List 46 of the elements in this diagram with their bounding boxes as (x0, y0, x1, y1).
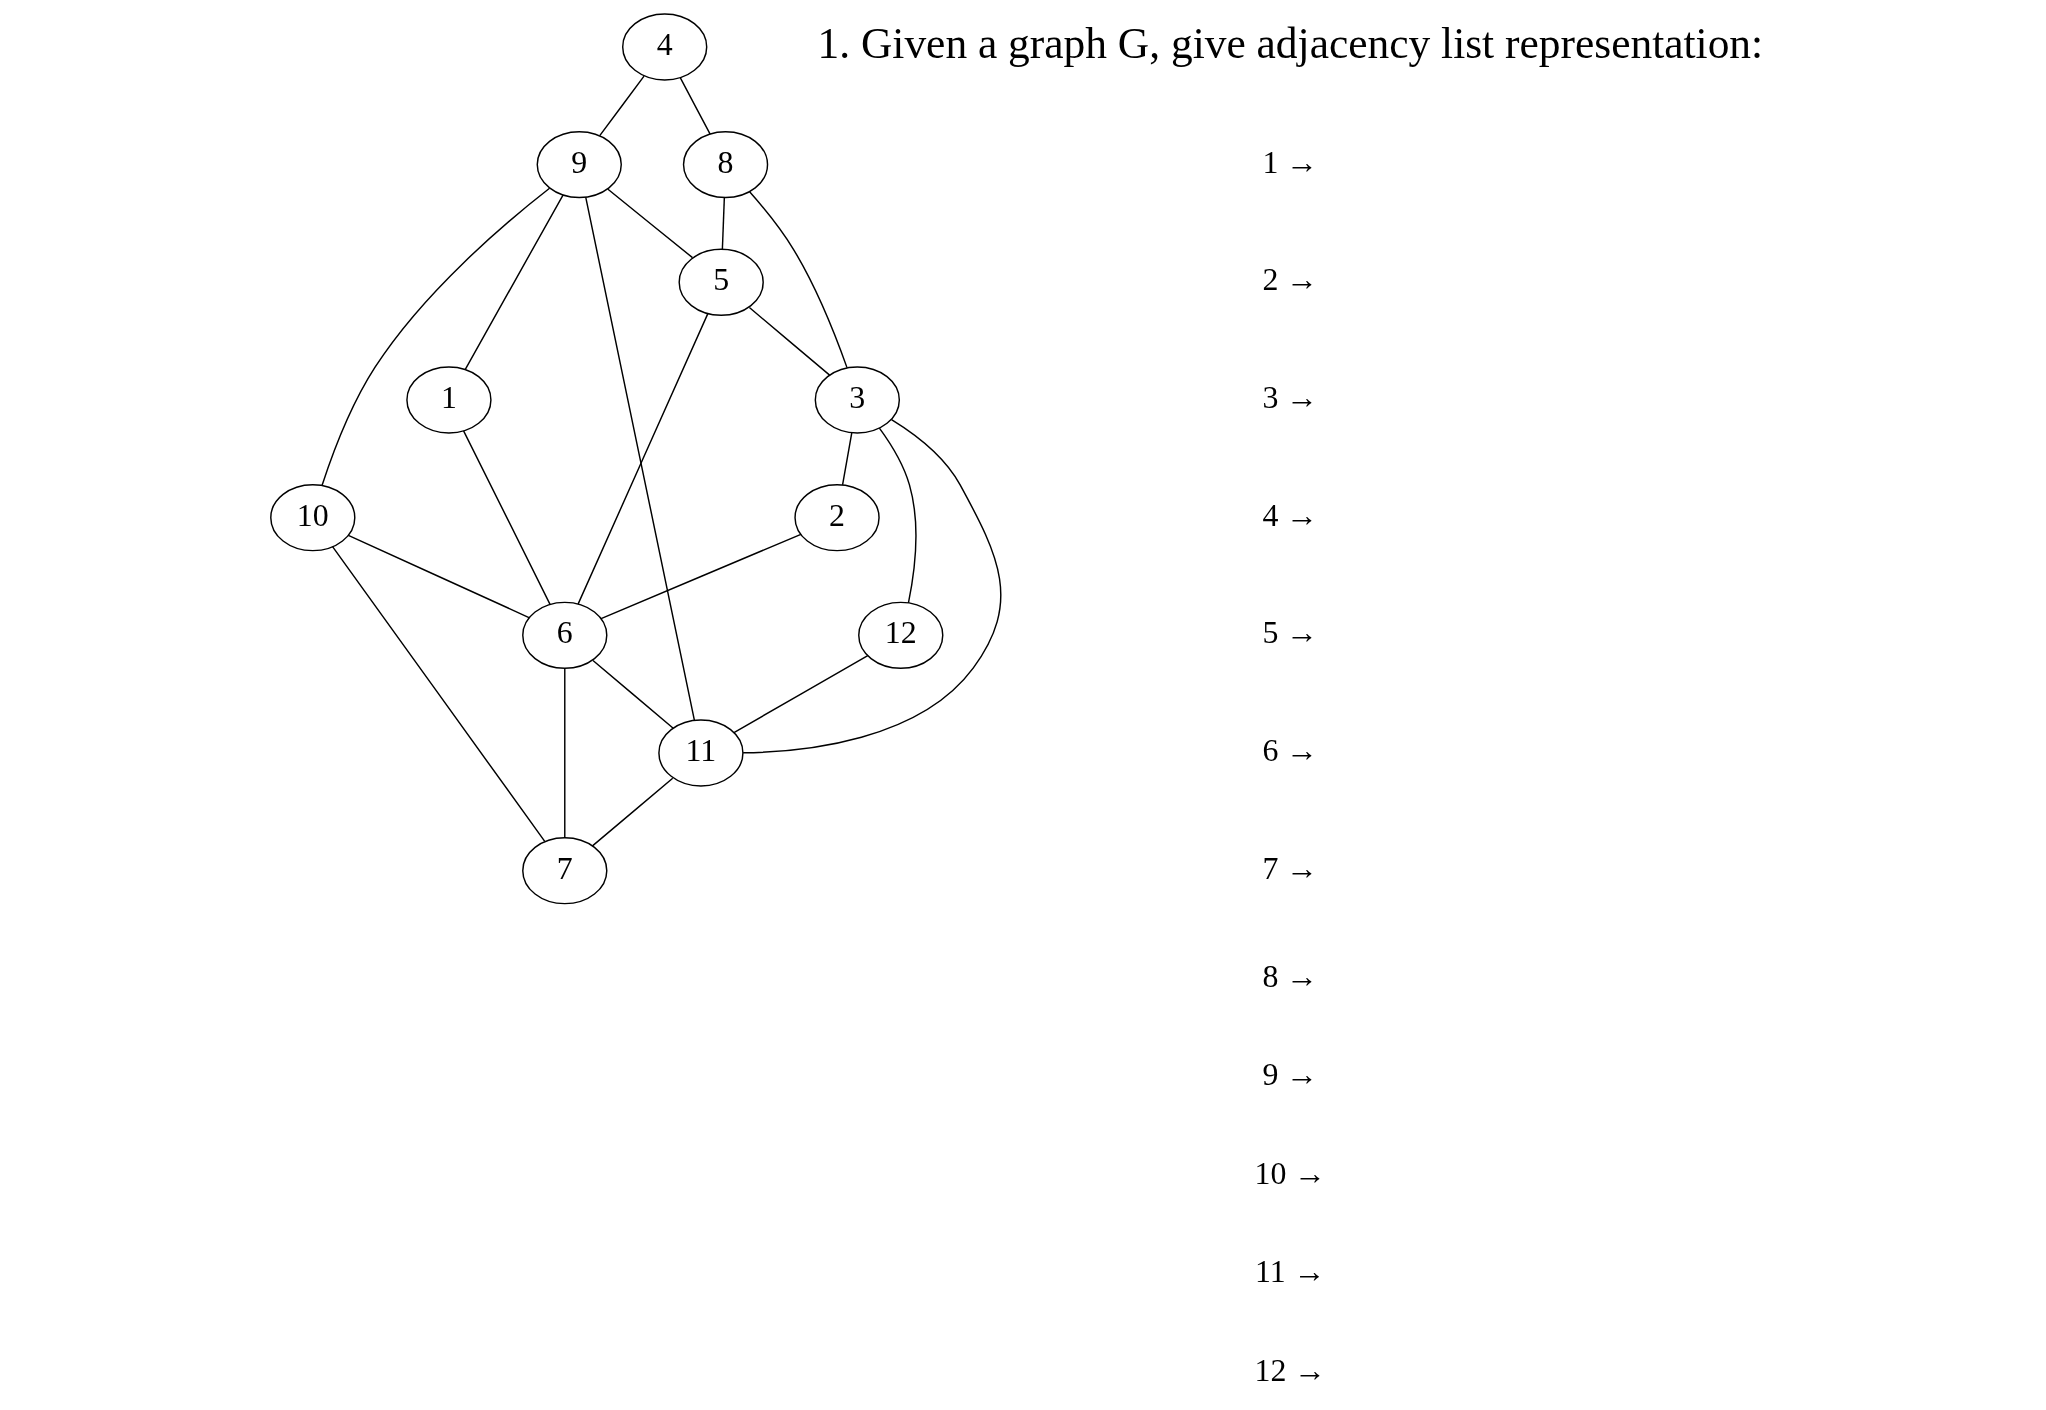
connector (462, 430, 551, 606)
connector (878, 427, 917, 604)
node-ellipse: 7 (521, 836, 607, 905)
connector (584, 196, 695, 722)
connector (591, 659, 674, 729)
label: 9 → (1261, 1057, 1318, 1093)
label: 12 → (1253, 1352, 1326, 1388)
node-ellipse: 8 (682, 130, 768, 199)
label: 4 → (1261, 497, 1318, 533)
connector (748, 191, 848, 369)
node-ellipse: 10 (269, 483, 355, 552)
connector (599, 533, 802, 620)
connector (841, 432, 852, 486)
connector (331, 545, 545, 843)
node-ellipse: 5 (677, 248, 764, 316)
connector (679, 77, 711, 135)
label: 10 → (1253, 1155, 1326, 1191)
node-ellipse: 9 (536, 130, 622, 199)
connector (463, 194, 564, 371)
label: 8 → (1261, 958, 1318, 994)
connector (563, 667, 565, 839)
node-ellipse: 4 (621, 13, 707, 81)
label: 3 → (1261, 380, 1318, 416)
label: 6 → (1261, 733, 1318, 769)
connector (576, 312, 709, 605)
connector (591, 777, 673, 847)
connector (606, 188, 693, 259)
node-ellipse: 3 (814, 366, 900, 434)
node-ellipse: 12 (857, 601, 943, 669)
label: 1. Given a graph G, give adjacency list representation: (817, 18, 1763, 67)
label: 2 → (1261, 262, 1318, 298)
node-ellipse: 2 (793, 483, 880, 552)
label: 7 → (1261, 850, 1318, 886)
connector (721, 196, 725, 251)
node-ellipse: 11 (657, 719, 744, 787)
connector (741, 418, 1002, 754)
connector (598, 75, 645, 137)
connector (732, 655, 868, 734)
label: 5 → (1261, 615, 1318, 651)
connector (320, 187, 550, 487)
connector (748, 306, 830, 376)
node-ellipse: 6 (521, 601, 607, 669)
connector (347, 534, 530, 619)
node-ellipse: 1 (405, 366, 492, 434)
label: 1 → (1261, 144, 1318, 180)
label: 11 → (1254, 1254, 1326, 1290)
